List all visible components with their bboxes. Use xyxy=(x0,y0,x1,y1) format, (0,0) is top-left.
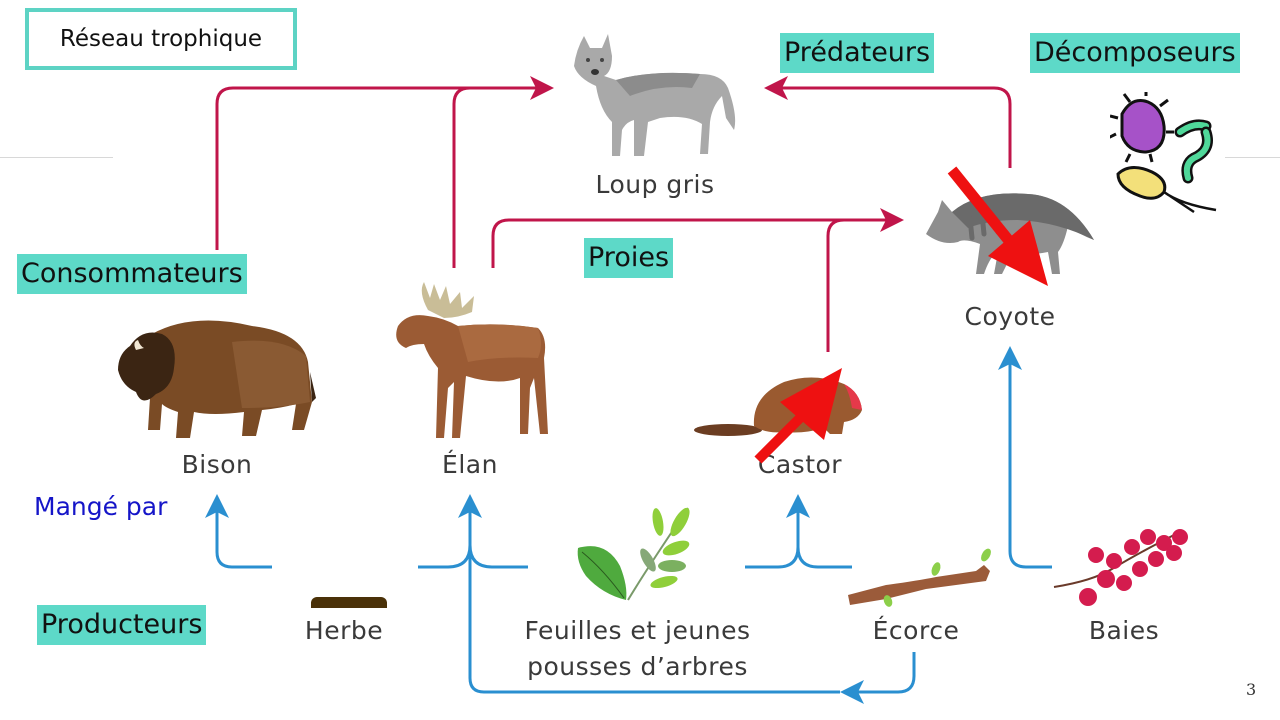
label-bison: Bison xyxy=(181,450,253,479)
label-gray-wolf: Loup gris xyxy=(595,170,715,199)
gray-wolf-icon xyxy=(574,34,736,156)
berries-icon xyxy=(1053,529,1188,606)
bison-icon xyxy=(118,320,316,438)
label-beaver: Castor xyxy=(757,450,843,479)
eaten-by-arrows xyxy=(205,346,1052,704)
divider-right xyxy=(1225,157,1280,158)
tag-prey: Proies xyxy=(584,238,674,278)
leaves-icon xyxy=(577,507,690,601)
grass-icon xyxy=(311,597,387,608)
legend-eaten-by: Mangé par xyxy=(34,492,168,521)
tag-predators: Prédateurs xyxy=(780,33,935,73)
label-coyote: Coyote xyxy=(964,302,1056,331)
label-leaves-line2: pousses d’arbres xyxy=(527,652,748,681)
label-berries: Baies xyxy=(1088,616,1160,645)
red-annotation-arrow-down-icon xyxy=(947,166,1048,286)
tag-decomposers: Décomposeurs xyxy=(1030,33,1240,73)
page-number: 3 xyxy=(1246,680,1257,699)
divider-left xyxy=(0,157,113,158)
bark-icon xyxy=(848,548,991,607)
tag-producers: Producteurs xyxy=(37,605,207,645)
slide-title: Réseau trophique xyxy=(25,8,297,70)
predation-arrows xyxy=(215,76,1012,352)
tag-consumers: Consommateurs xyxy=(17,254,247,294)
bacteria-icon xyxy=(1110,92,1217,214)
label-grass: Herbe xyxy=(304,616,384,645)
red-annotation-arrow-up-icon xyxy=(754,368,842,464)
label-leaves-line1: Feuilles et jeunes xyxy=(524,616,751,645)
moose-icon xyxy=(396,282,548,438)
label-bark: Écorce xyxy=(872,616,960,645)
label-moose: Élan xyxy=(442,450,498,479)
